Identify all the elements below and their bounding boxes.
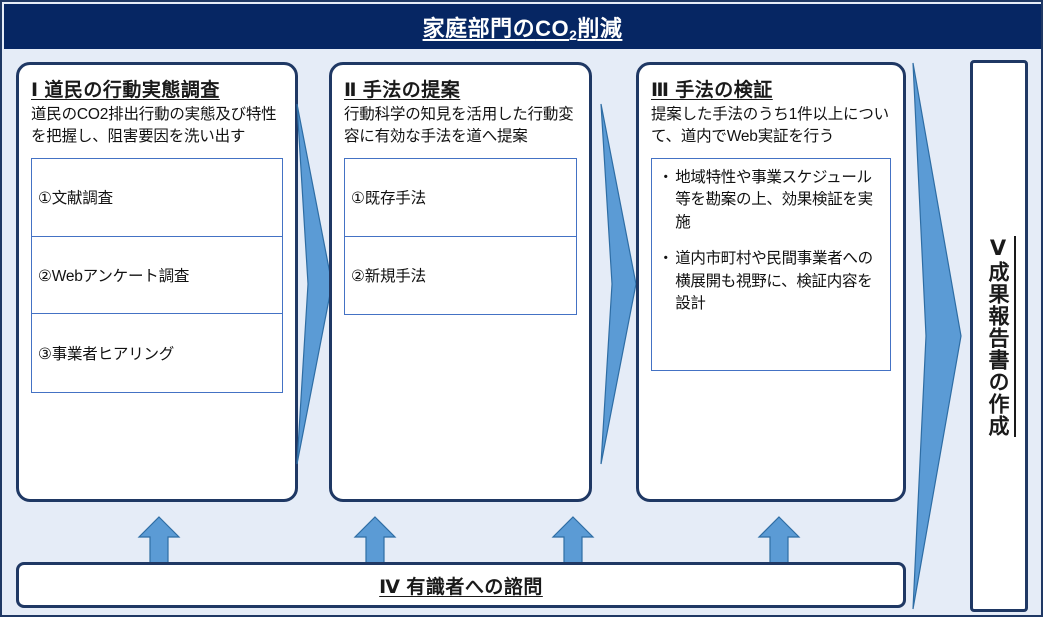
bullet-item[interactable]: ・ 道内市町村や民間事業者への横展開も視野に、検証内容を設計 (658, 248, 882, 315)
stage-card-1[interactable]: Ⅰ 道民の行動実態調査 道民のCO2排出行動の実態及び特性を把握し、阻害要因を洗… (16, 62, 298, 502)
header-title-subscript: 2 (569, 26, 578, 43)
stage-description-2: 行動科学の知見を活用した行動変容に有効な手法を道へ提案 (344, 106, 574, 145)
bullet-text: 道内市町村や民間事業者への横展開も視野に、検証内容を設計 (675, 250, 873, 313)
stage-card-3[interactable]: Ⅲ 手法の検証 提案した手法のうち1件以上について、道内でWeb実証を行う ・ … (636, 62, 906, 502)
bottom-bar-title: Ⅳ 有識者への諮問 (379, 576, 543, 598)
diagram-header: 家庭部門のCO2削減 (4, 4, 1041, 49)
list-item[interactable]: ①既存手法 (345, 159, 576, 237)
up-arrow (551, 515, 595, 565)
bullet-text: 地域特性や事業スケジュール等を勘案の上、効果検証を実施 (675, 169, 873, 231)
stage-title-1: Ⅰ 道民の行動実態調査 (31, 80, 220, 101)
stage-description-3: 提案した手法のうち1件以上について、道内でWeb実証を行う (651, 106, 889, 145)
stage-bullet-box-3: ・ 地域特性や事業スケジュール等を勘案の上、効果検証を実施 ・ 道内市町村や民間… (651, 158, 891, 371)
bottom-bar-advisory[interactable]: Ⅳ 有識者への諮問 (16, 562, 906, 608)
stage-item-group-1: ①文献調査 ②Webアンケート調査 ③事業者ヒアリング (31, 158, 283, 393)
stage-title-5: Ⅴ成果報告書の作成 (982, 235, 1016, 437)
list-item[interactable]: ③事業者ヒアリング (38, 346, 175, 364)
list-item[interactable]: ②Webアンケート調査 (32, 237, 282, 315)
right-chevron-arrow (598, 100, 640, 468)
list-item[interactable]: ①文献調査 (32, 159, 282, 237)
stage-title-3: Ⅲ 手法の検証 (651, 80, 773, 101)
stage-description-1: 道民のCO2排出行動の実態及び特性を把握し、阻害要因を洗い出す (31, 106, 277, 145)
right-chevron-arrow (294, 100, 336, 468)
stage-card-2[interactable]: Ⅱ 手法の提案 行動科学の知見を活用した行動変容に有効な手法を道へ提案 ①既存手… (329, 62, 592, 502)
stage-card-5-report[interactable]: Ⅴ成果報告書の作成 (970, 60, 1028, 612)
up-arrow (137, 515, 181, 565)
stage-title-2: Ⅱ 手法の提案 (344, 80, 461, 101)
right-chevron-arrow-to-report (908, 60, 966, 612)
list-item[interactable]: ②新規手法 (351, 268, 426, 286)
up-arrow (757, 515, 801, 565)
header-title-chem: CO (535, 15, 570, 41)
bullet-item[interactable]: ・ 地域特性や事業スケジュール等を勘案の上、効果検証を実施 (658, 167, 882, 234)
header-title-prefix: 家庭部門の (422, 15, 536, 41)
up-arrow (353, 515, 397, 565)
header-title-suffix: 削減 (577, 15, 623, 41)
page-title: 家庭部門のCO2削減 (423, 11, 623, 43)
bullet-marker: ・ (658, 169, 674, 186)
bullet-marker: ・ (658, 250, 674, 268)
stage-item-group-2: ①既存手法 ②新規手法 (344, 158, 577, 315)
